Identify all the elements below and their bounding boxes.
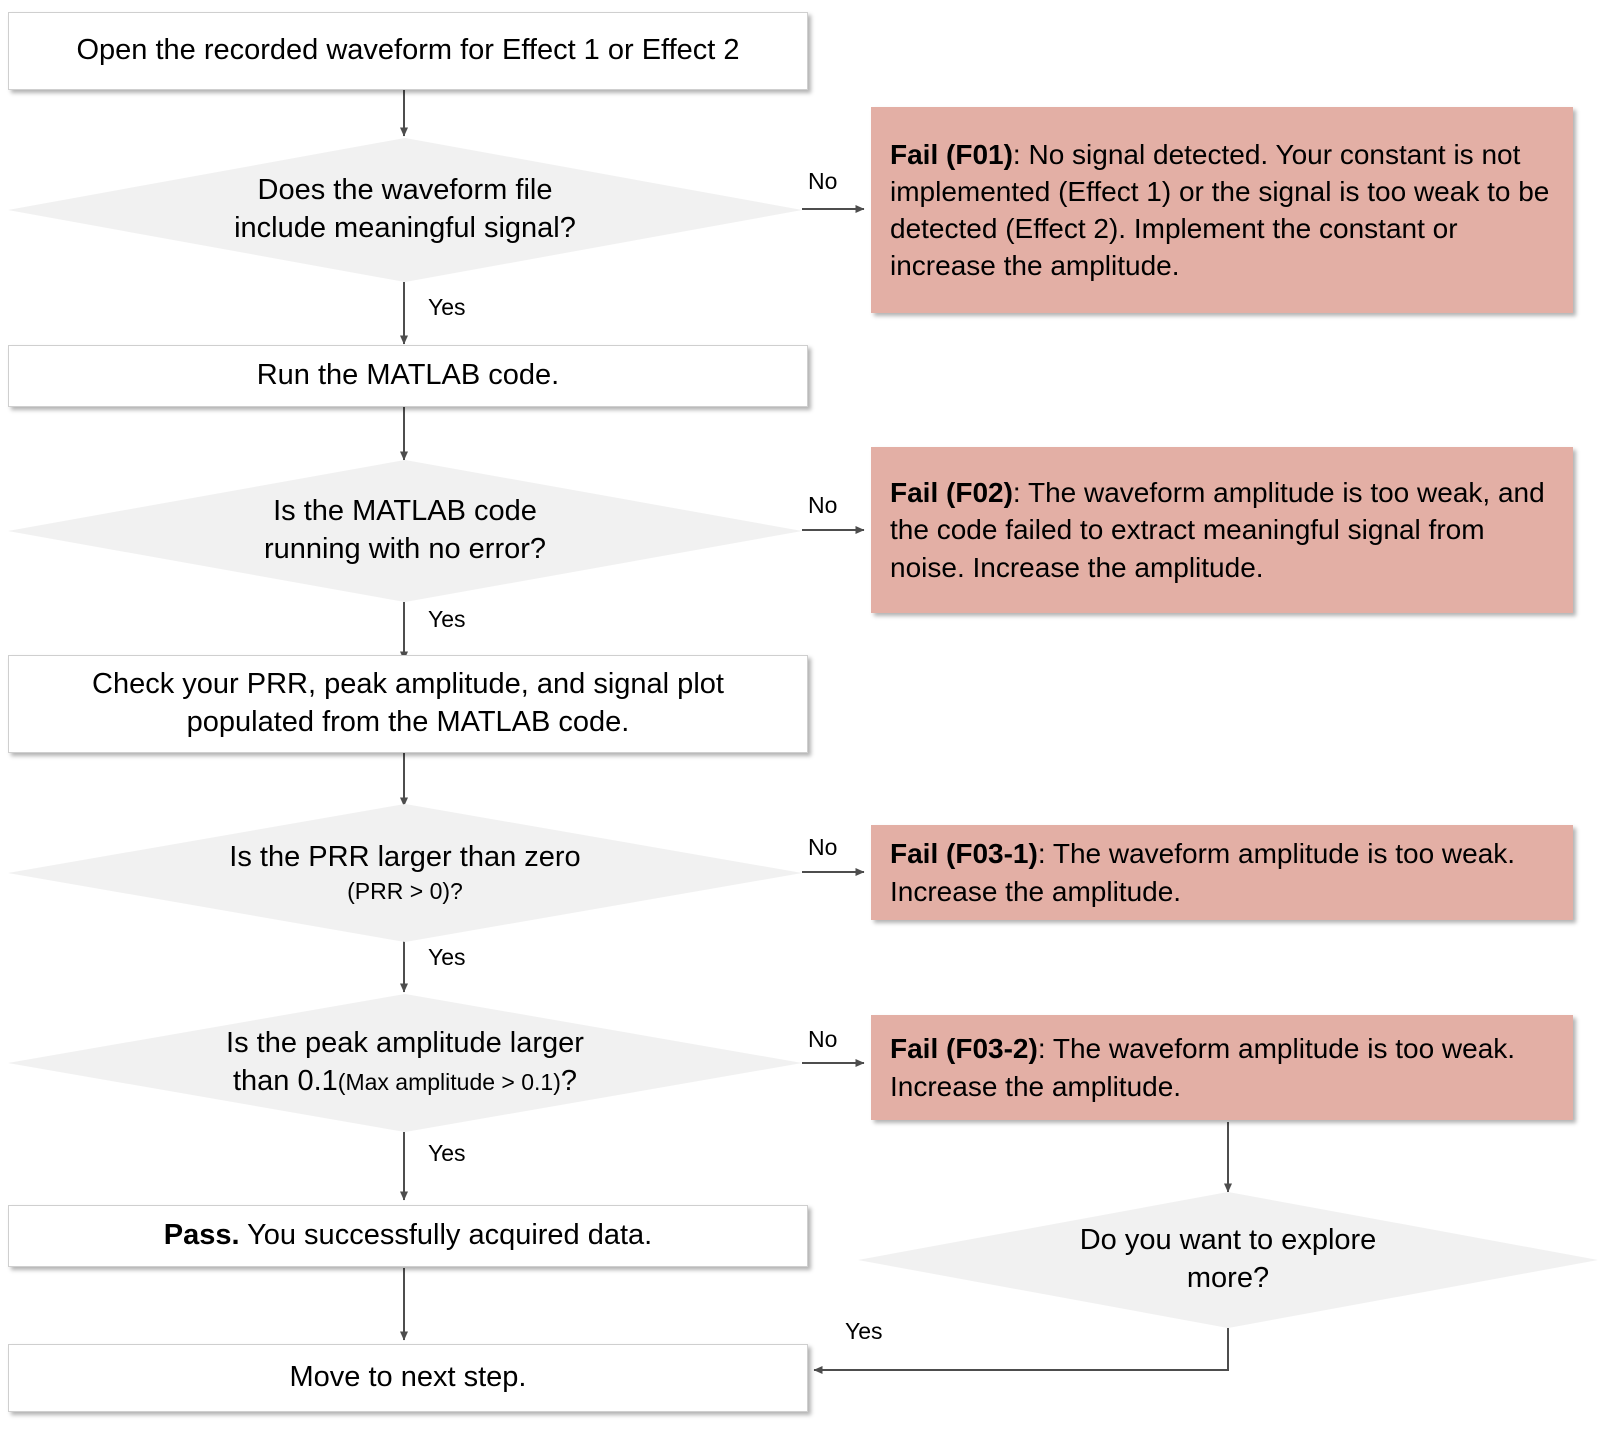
fail-box-f01-text: Fail (F01): No signal detected. Your con… [890, 136, 1556, 285]
decision-meaningful-signal-label: Does the waveform file include meaningfu… [111, 172, 699, 247]
fail-box-f02-text: Fail (F02): The waveform amplitude is to… [890, 474, 1556, 586]
decision-prr-gt-zero[interactable]: Is the PRR larger than zero (PRR > 0)? [8, 804, 802, 942]
decision-explore-more-line1: Do you want to explore [1079, 1224, 1377, 1257]
edge-label-d1-yes: Yes [428, 294, 466, 320]
process-next-step-label: Move to next step. [289, 1361, 527, 1394]
decision-explore-more-line2: more? [1186, 1262, 1270, 1294]
edge-label-d3-yes: Yes [428, 944, 466, 970]
fail-box-f02[interactable]: Fail (F02): The waveform amplitude is to… [871, 447, 1573, 613]
fail-box-f02-code: Fail (F02) [890, 477, 1013, 509]
fail-box-f01[interactable]: Fail (F01): No signal detected. Your con… [871, 107, 1573, 313]
process-open-waveform-label: Open the recorded waveform for Effect 1 … [76, 34, 740, 67]
process-pass-body: You successfully acquired data. [239, 1219, 653, 1252]
fail-box-f03-2-code: Fail (F03-2) [890, 1033, 1038, 1065]
decision-peak-amplitude-label: Is the peak amplitude larger than 0.1(Ma… [111, 1025, 699, 1100]
process-pass-label: Pass. You successfully acquired data. [164, 1217, 653, 1255]
decision-meaningful-signal-line1: Does the waveform file [257, 174, 553, 207]
edge-label-d1-no: No [808, 168, 838, 194]
process-run-matlab-label: Run the MATLAB code. [256, 359, 560, 392]
decision-meaningful-signal-line2: include meaningful signal? [234, 212, 576, 244]
fail-box-f03-1-body: : The waveform amplitude is too weak. In… [890, 838, 1516, 907]
edge-label-d4-yes: Yes [428, 1140, 466, 1166]
process-check-prr-label: Check your PRR, peak amplitude, and sign… [92, 666, 724, 741]
decision-peak-amplitude-threshold: than 0.1 [232, 1065, 338, 1097]
decision-matlab-no-error[interactable]: Is the MATLAB code running with no error… [8, 460, 802, 602]
fail-box-f03-2-text: Fail (F03-2): The waveform amplitude is … [890, 1030, 1556, 1104]
decision-explore-more-label: Do you want to explore more? [954, 1222, 1502, 1297]
decision-peak-amplitude[interactable]: Is the peak amplitude larger than 0.1(Ma… [8, 994, 802, 1132]
decision-explore-more[interactable]: Do you want to explore more? [858, 1192, 1598, 1328]
decision-peak-amplitude-condition: (Max amplitude > 0.1) [337, 1069, 561, 1095]
process-check-prr-line2: populated from the MATLAB code. [186, 706, 630, 738]
fail-box-f03-1-code: Fail (F03-1) [890, 838, 1038, 870]
process-pass[interactable]: Pass. You successfully acquired data. [8, 1205, 808, 1267]
decision-peak-amplitude-line1: Is the peak amplitude larger [226, 1027, 584, 1060]
decision-prr-gt-zero-line2: (PRR > 0)? [347, 877, 463, 904]
fail-box-f01-code: Fail (F01) [890, 138, 1013, 170]
fail-box-f03-1[interactable]: Fail (F03-1): The waveform amplitude is … [871, 825, 1573, 920]
process-next-step[interactable]: Move to next step. [8, 1344, 808, 1412]
fail-box-f01-body: : No signal detected. Your constant is n… [890, 138, 1550, 282]
process-check-prr[interactable]: Check your PRR, peak amplitude, and sign… [8, 655, 808, 753]
decision-matlab-no-error-line2: running with no error? [263, 533, 547, 565]
decision-prr-gt-zero-line1: Is the PRR larger than zero [229, 841, 581, 874]
decision-meaningful-signal[interactable]: Does the waveform file include meaningfu… [8, 138, 802, 282]
fail-box-f03-2[interactable]: Fail (F03-2): The waveform amplitude is … [871, 1015, 1573, 1120]
process-run-matlab[interactable]: Run the MATLAB code. [8, 345, 808, 407]
decision-prr-gt-zero-label: Is the PRR larger than zero (PRR > 0)? [111, 839, 699, 907]
edge-label-d2-yes: Yes [428, 606, 466, 632]
edge-label-d3-no: No [808, 834, 838, 860]
edge-label-d5-yes: Yes [845, 1318, 883, 1344]
fail-box-f03-2-body: : The waveform amplitude is too weak. In… [890, 1033, 1516, 1102]
fail-box-f03-1-text: Fail (F03-1): The waveform amplitude is … [890, 835, 1556, 909]
decision-matlab-no-error-label: Is the MATLAB code running with no error… [111, 493, 699, 568]
decision-matlab-no-error-line1: Is the MATLAB code [273, 495, 537, 528]
edge-label-d2-no: No [808, 492, 838, 518]
process-check-prr-line1: Check your PRR, peak amplitude, and sign… [92, 668, 724, 701]
decision-peak-amplitude-line2: than 0.1(Max amplitude > 0.1)? [111, 1063, 699, 1101]
edge-label-d4-no: No [808, 1026, 838, 1052]
fail-box-f02-body: : The waveform amplitude is too weak, an… [890, 477, 1545, 583]
process-open-waveform[interactable]: Open the recorded waveform for Effect 1 … [8, 12, 808, 90]
decision-peak-amplitude-qmark: ? [560, 1065, 578, 1097]
process-pass-keyword: Pass. [163, 1219, 240, 1252]
